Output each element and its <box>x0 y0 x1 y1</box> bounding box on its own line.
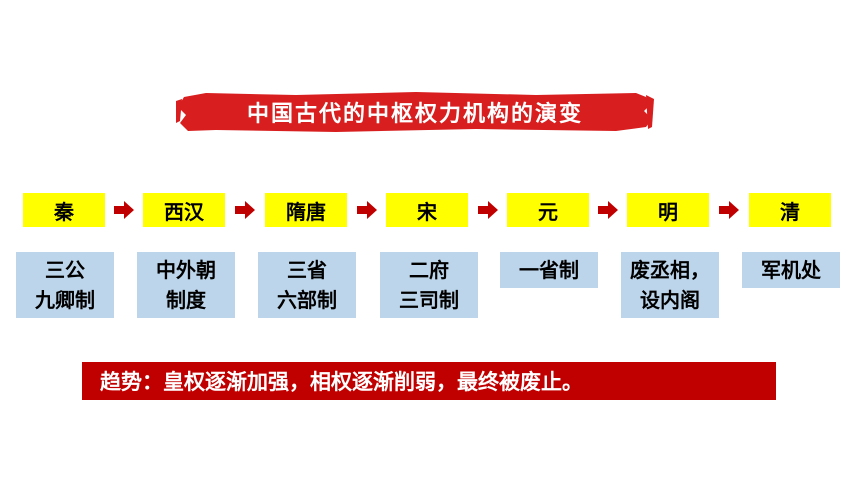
dynasty-suitang: 隋唐 <box>265 193 347 227</box>
system-line: 二府 <box>409 258 449 282</box>
system-line: 中外朝 <box>156 258 216 282</box>
system-line: 一省制 <box>519 258 579 282</box>
system-song: 二府 三司制 <box>380 252 478 318</box>
dynasty-ming: 明 <box>627 193 709 227</box>
system-qing: 军机处 <box>742 252 840 288</box>
page-title: 中国古代的中枢权力机构的演变 <box>246 101 583 127</box>
system-line: 九卿制 <box>35 288 95 312</box>
system-line: 三司制 <box>399 288 459 312</box>
trend-summary: 趋势：皇权逐渐加强，相权逐渐削弱，最终被废止。 <box>82 362 776 400</box>
arrow-right-icon <box>719 201 739 219</box>
dynasty-qing: 清 <box>749 193 831 227</box>
dynasty-song: 宋 <box>386 193 468 227</box>
system-line: 六部制 <box>277 288 337 312</box>
dynasty-yuan: 元 <box>507 193 589 227</box>
title-banner: 中国古代的中枢权力机构的演变 <box>176 91 654 133</box>
system-ming: 废丞相， 设内阁 <box>621 252 719 318</box>
arrow-right-icon <box>114 201 134 219</box>
brush-stroke-background <box>176 92 654 132</box>
system-line: 三省 <box>287 258 327 282</box>
arrow-right-icon <box>478 201 498 219</box>
system-line: 军机处 <box>761 258 821 282</box>
arrow-right-icon <box>235 201 255 219</box>
system-yuan: 一省制 <box>500 252 598 288</box>
arrow-right-icon <box>357 201 377 219</box>
arrow-right-icon <box>598 201 618 219</box>
dynasty-qin: 秦 <box>23 193 105 227</box>
system-xihan: 中外朝 制度 <box>137 252 235 318</box>
system-line: 废丞相， <box>630 258 710 282</box>
system-line: 制度 <box>166 288 206 312</box>
dynasty-xihan: 西汉 <box>143 193 225 227</box>
system-line: 三公 <box>45 258 85 282</box>
system-suitang: 三省 六部制 <box>258 252 356 318</box>
system-line: 设内阁 <box>640 288 700 312</box>
system-qin: 三公 九卿制 <box>16 252 114 318</box>
